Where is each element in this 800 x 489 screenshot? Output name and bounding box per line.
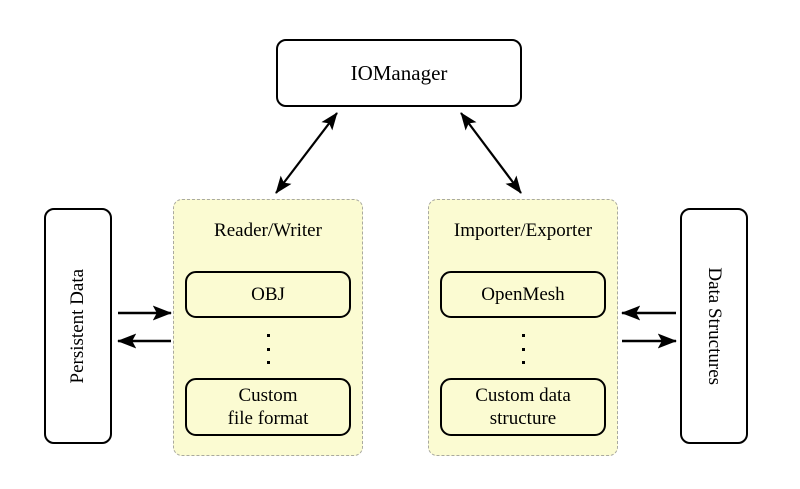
node-data-structures-label: Data Structures (704, 267, 726, 385)
group-importer-exporter[interactable]: Importer/Exporter OpenMesh Custom data s… (428, 199, 618, 456)
node-custom-file-format-label-line2: file format (227, 408, 309, 429)
node-openmesh-label: OpenMesh (481, 283, 565, 305)
node-custom-file-format[interactable]: Custom file format (185, 378, 351, 436)
node-custom-file-format-label-line1: Custom (238, 384, 298, 406)
group-importer-exporter-title: Importer/Exporter (453, 220, 593, 241)
arrow-manager-importerexporter (460, 112, 522, 194)
node-iomanager-label: IOManager (350, 60, 448, 85)
ellipsis-dot (266, 334, 270, 337)
arrow-manager-readerwriter (275, 112, 338, 194)
ellipsis-dot (521, 347, 525, 351)
node-persistent-data[interactable]: Persistent Data (44, 208, 112, 444)
ellipsis-vertical-icon (429, 330, 617, 368)
node-iomanager[interactable]: IOManager (276, 39, 522, 107)
node-obj[interactable]: OBJ (185, 271, 351, 318)
node-persistent-data-label: Persistent Data (66, 268, 88, 384)
node-custom-data-structure-label-line2: structure (489, 408, 557, 429)
node-openmesh[interactable]: OpenMesh (440, 271, 606, 318)
node-obj-label: OBJ (251, 283, 285, 305)
ellipsis-vertical-icon (174, 330, 362, 368)
group-reader-writer-title: Reader/Writer (214, 220, 322, 241)
ellipsis-dot (266, 347, 270, 351)
node-custom-data-structure[interactable]: Custom data structure (440, 378, 606, 436)
ellipsis-dot (521, 334, 525, 337)
ellipsis-dot (521, 361, 525, 364)
node-custom-data-structure-label-line1: Custom data (475, 384, 571, 406)
ellipsis-dot (266, 361, 270, 364)
node-data-structures[interactable]: Data Structures (680, 208, 748, 444)
group-reader-writer[interactable]: Reader/Writer OBJ Custom file format (173, 199, 363, 456)
